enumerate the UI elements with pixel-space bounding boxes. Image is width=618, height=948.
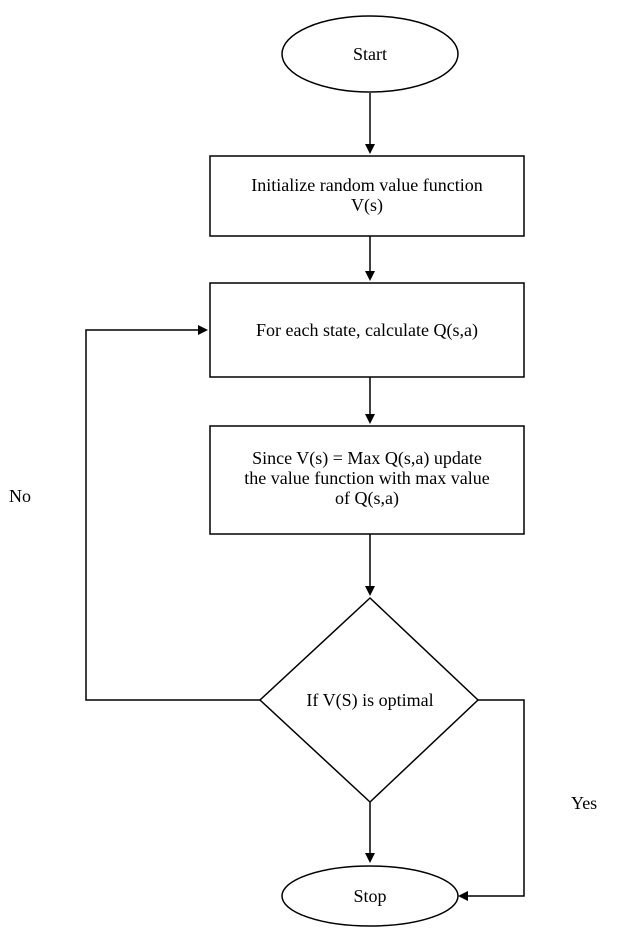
init-node-label-line-1: Initialize random value function <box>251 175 483 195</box>
edge-yes-path <box>458 699 525 901</box>
calc-node-label: For each state, calculate Q(s,a) <box>256 320 478 340</box>
edge-no-loop <box>85 325 260 701</box>
init-node-label: Initialize random value function V(s) <box>210 175 524 215</box>
update-node-label-line-2: the value function with max value <box>244 468 490 488</box>
calc-node-shape <box>209 282 525 378</box>
update-node-label-line-3: of Q(s,a) <box>335 488 399 508</box>
stop-node-shape <box>281 865 459 927</box>
stop-node-label: Stop <box>353 886 387 906</box>
start-node-label: Start <box>353 44 387 64</box>
update-node-label: Since V(s) = Max Q(s,a) update the value… <box>210 448 524 508</box>
init-node-shape <box>209 155 525 237</box>
update-node-shape <box>209 425 525 535</box>
update-node-label-line-1: Since V(s) = Max Q(s,a) update <box>252 448 482 468</box>
init-node-label-line-2: V(s) <box>351 195 383 215</box>
no-edge-label: No <box>9 486 31 506</box>
decision-node-label: If V(S) is optimal <box>306 690 434 710</box>
yes-edge-label: Yes <box>571 793 598 813</box>
